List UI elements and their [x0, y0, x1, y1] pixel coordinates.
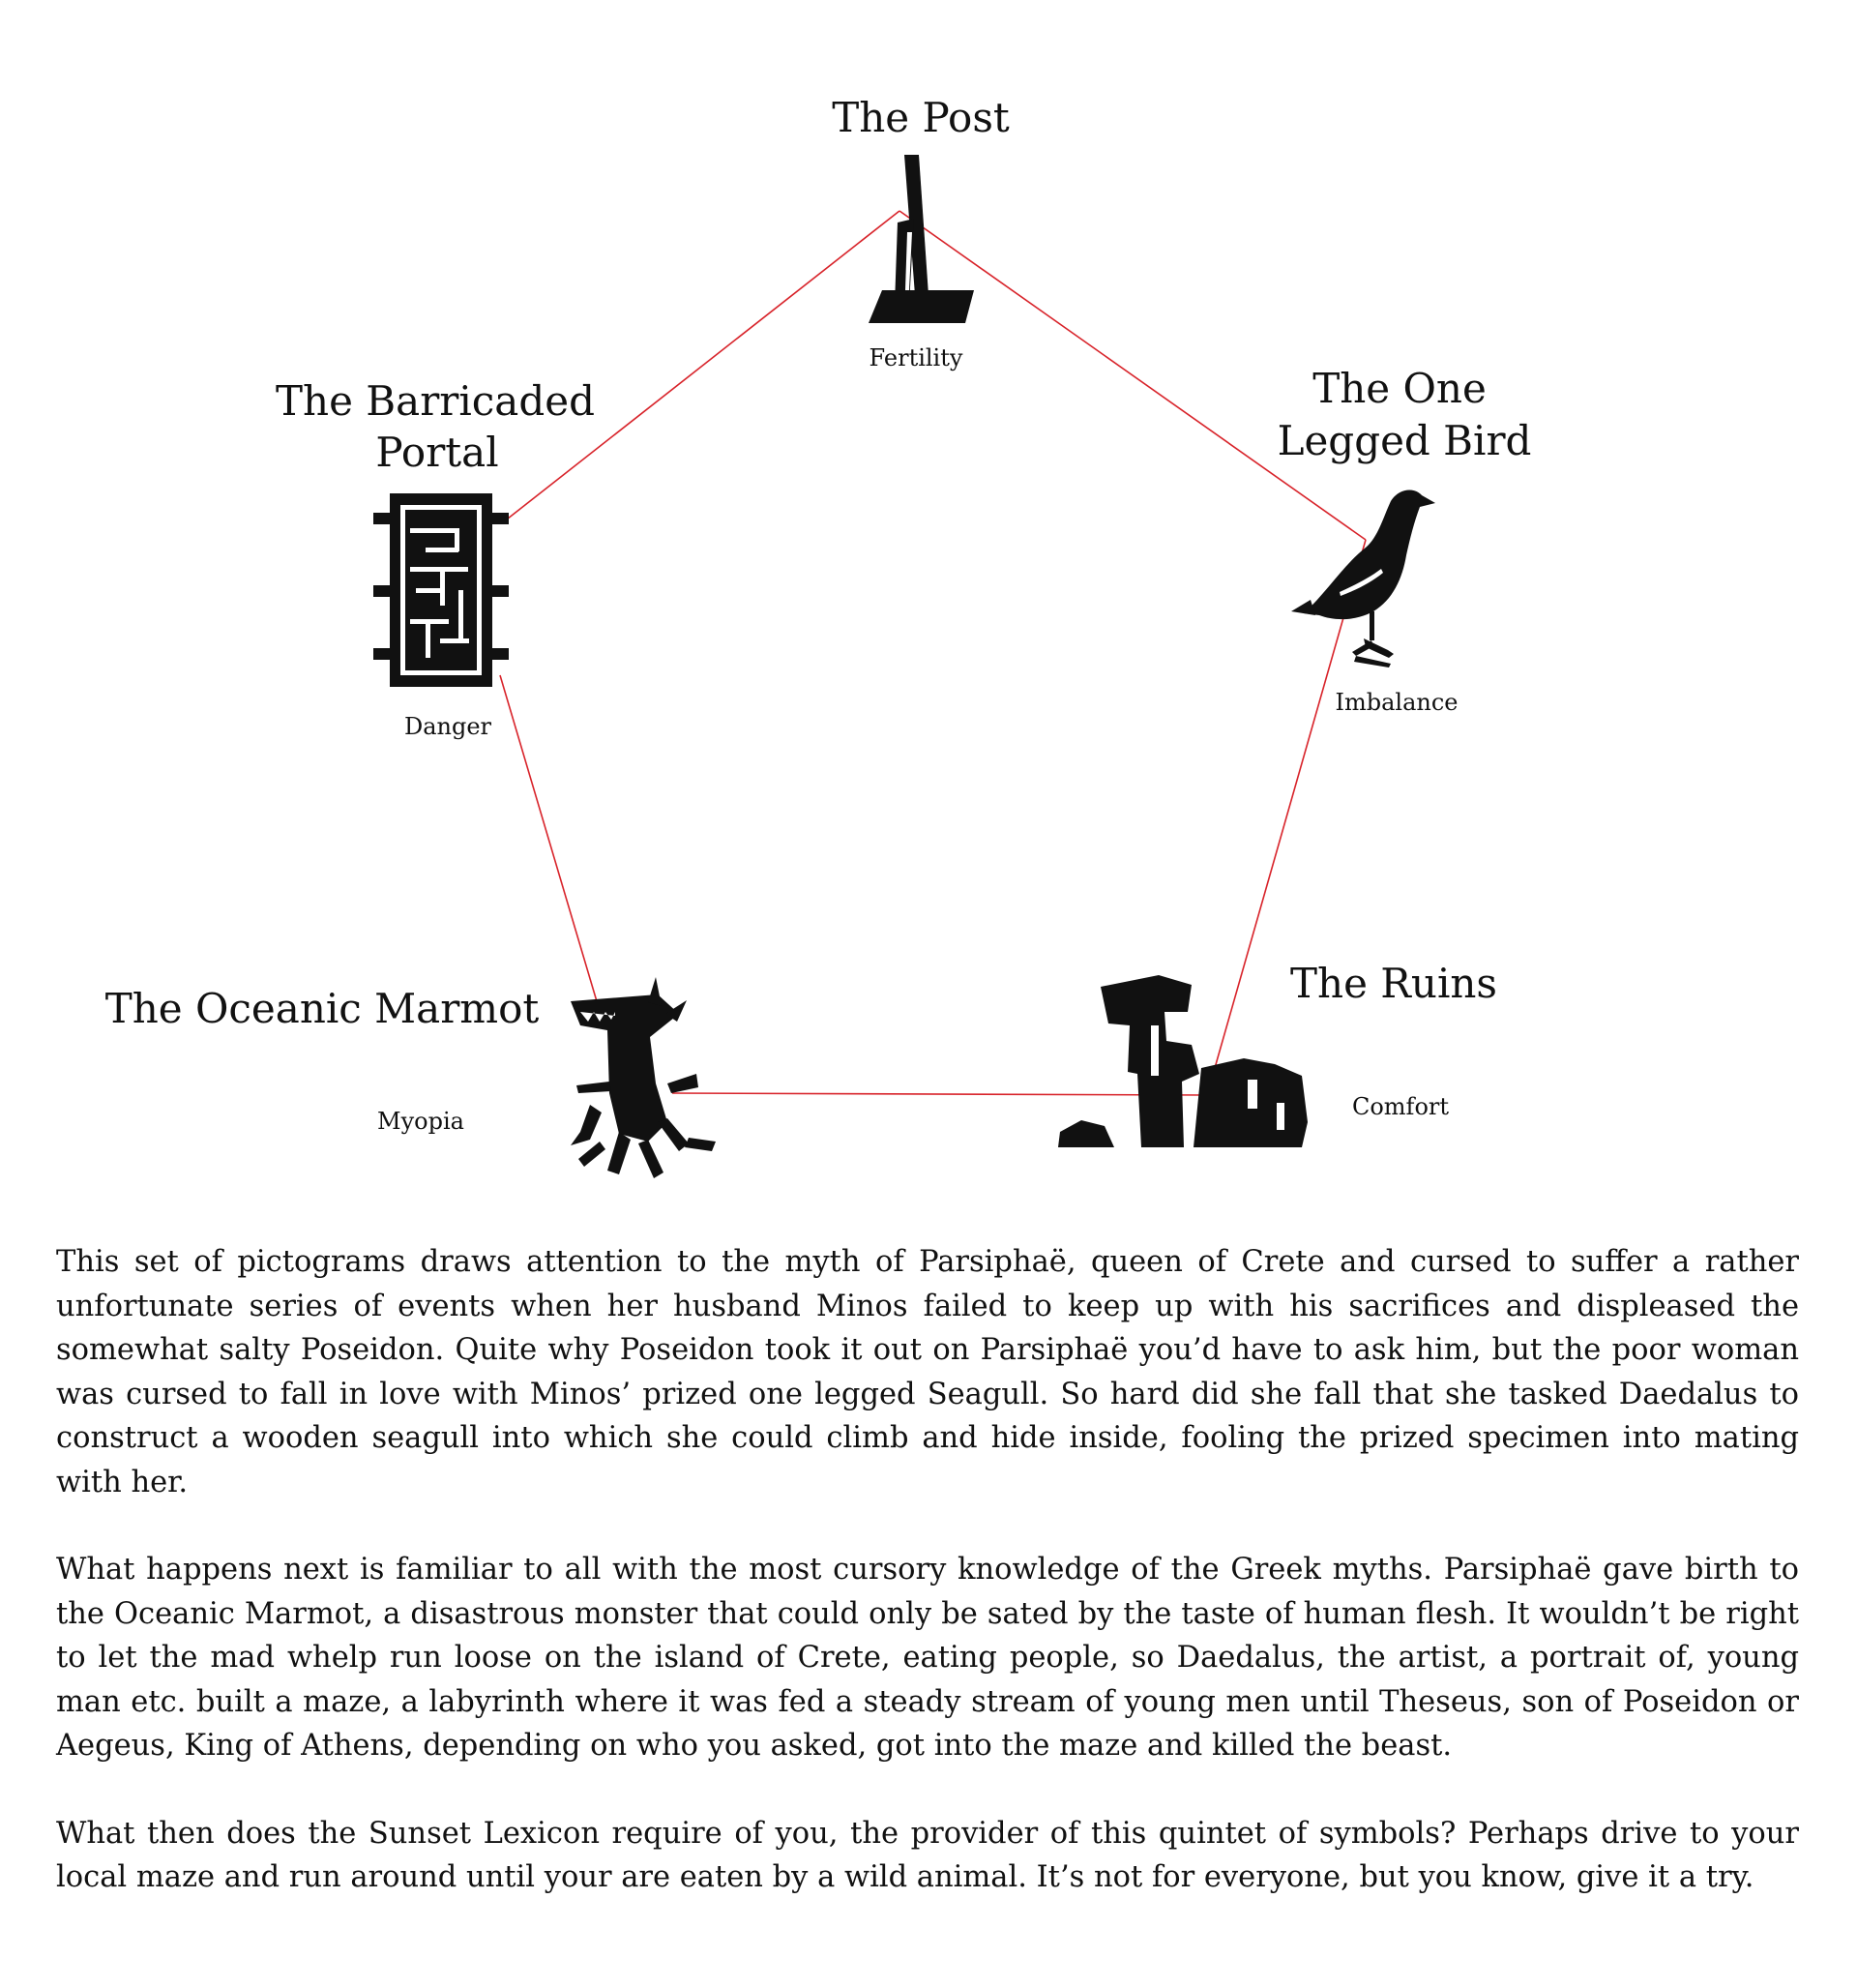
pentagon-edges	[499, 210, 1367, 1096]
oceanic-marmot-icon	[571, 977, 716, 1178]
edge-post-bird	[899, 210, 1367, 541]
portal-title-line2: Portal	[375, 429, 498, 476]
post-meaning: Fertility	[870, 344, 963, 371]
bird-title-line1: The One	[1312, 365, 1487, 412]
marmot-meaning: Myopia	[377, 1108, 464, 1135]
edge-bird-ruins	[1206, 539, 1367, 1096]
node-bird: The One Legged Bird Imbalance	[1278, 365, 1532, 716]
body-paragraph-2: What happens next is familiar to all wit…	[56, 1553, 1799, 1763]
node-post: The Post Fertility	[832, 94, 1010, 371]
body-paragraph-1: This set of pictograms draws attention t…	[56, 1245, 1799, 1499]
portal-meaning: Danger	[404, 713, 492, 740]
one-legged-bird-icon	[1291, 490, 1435, 668]
pentagon-diagram: The Post Fertility The One Legged Bird I…	[105, 94, 1532, 1178]
bird-title-line2: Legged Bird	[1278, 417, 1532, 464]
edge-marmot-portal	[499, 674, 603, 1019]
body-text: This set of pictograms draws attention t…	[56, 1240, 1799, 1943]
body-paragraph-3: What then does the Sunset Lexicon requir…	[56, 1816, 1799, 1895]
edge-portal-post	[502, 210, 900, 523]
ruins-title: The Ruins	[1290, 960, 1497, 1007]
node-ruins: The Ruins Comfort	[1058, 960, 1497, 1147]
marmot-title: The Oceanic Marmot	[105, 985, 540, 1032]
post-icon	[869, 155, 974, 323]
ruins-meaning: Comfort	[1352, 1093, 1449, 1120]
portal-title-line1: The Barricaded	[276, 377, 595, 425]
node-portal: The Barricaded Portal	[276, 377, 595, 740]
edge-ruins-marmot	[671, 1092, 1208, 1096]
ruins-icon	[1058, 975, 1308, 1147]
post-title: The Post	[832, 94, 1010, 141]
bird-meaning: Imbalance	[1336, 689, 1459, 716]
node-marmot: The Oceanic Marmot Myopia	[105, 977, 716, 1178]
barricaded-portal-icon	[373, 493, 509, 687]
